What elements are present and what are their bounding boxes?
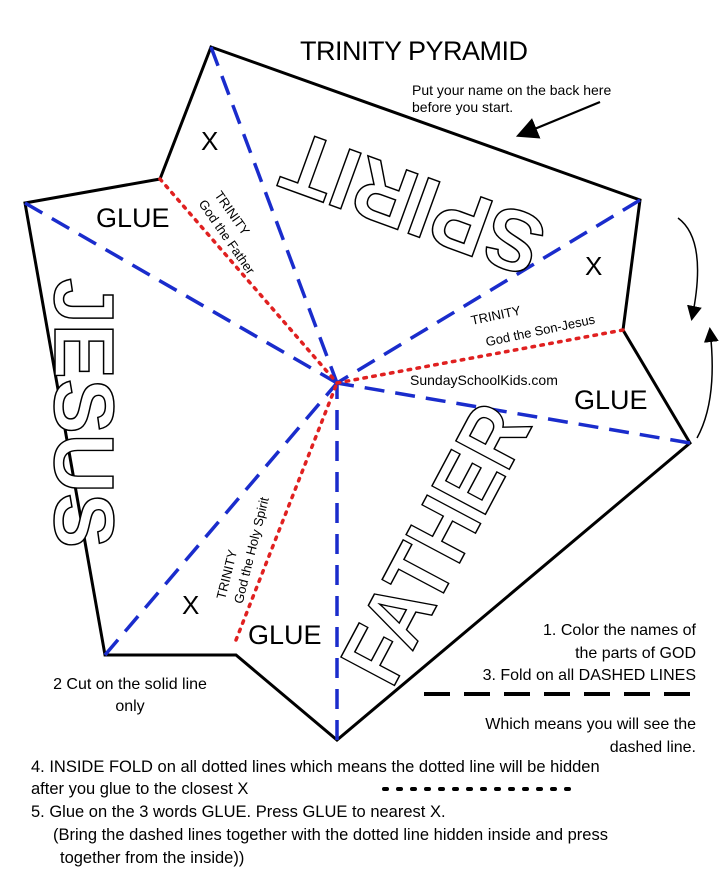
cut-note: 2 Cut on the solid line only (53, 676, 207, 715)
x-mark: X (585, 251, 603, 281)
step5-line3: together from the inside)) (60, 849, 245, 867)
inside-fold-line (335, 328, 625, 385)
step5-line1: 5. Glue on the 3 words GLUE. Press GLUE … (31, 803, 446, 821)
glue-label: GLUE (574, 385, 648, 415)
x-mark: X (182, 590, 200, 620)
page-title: TRINITY PYRAMID (300, 36, 528, 66)
website-label: SundaySchoolKids.com (410, 372, 558, 388)
dotted-fold-lines (158, 177, 625, 642)
step3: 3. Fold on all DASHED LINES (482, 667, 696, 684)
fold-line (103, 381, 339, 657)
step4-line1: 4. INSIDE FOLD on all dotted lines which… (31, 758, 600, 776)
inside-fold-line (234, 381, 339, 642)
x-mark: X (201, 126, 219, 156)
name-note: Put your name on the back here before yo… (412, 82, 612, 115)
inside-fold-line (158, 177, 339, 385)
fold-line (336, 198, 641, 385)
dashed-note-line2: dashed line. (609, 739, 696, 756)
glue-label: GLUE (96, 203, 170, 233)
dashed-fold-lines (24, 46, 691, 740)
fold-line (336, 381, 691, 445)
fold-arrow-up (696, 327, 719, 439)
cut-outline (23, 45, 692, 742)
glue-label: GLUE (248, 620, 322, 650)
dashed-note-line1: Which means you will see the (485, 716, 696, 733)
step1-line1: 1. Color the names of (543, 622, 696, 639)
fold-arrow-down (677, 217, 702, 321)
note-arrow (515, 100, 601, 139)
jesus-word: JESUS (37, 278, 131, 548)
step4-line2: after you glue to the closest X (31, 780, 249, 798)
step1-line2: the parts of GOD (575, 645, 696, 662)
step5-line2: (Bring the dashed lines together with th… (53, 826, 608, 844)
